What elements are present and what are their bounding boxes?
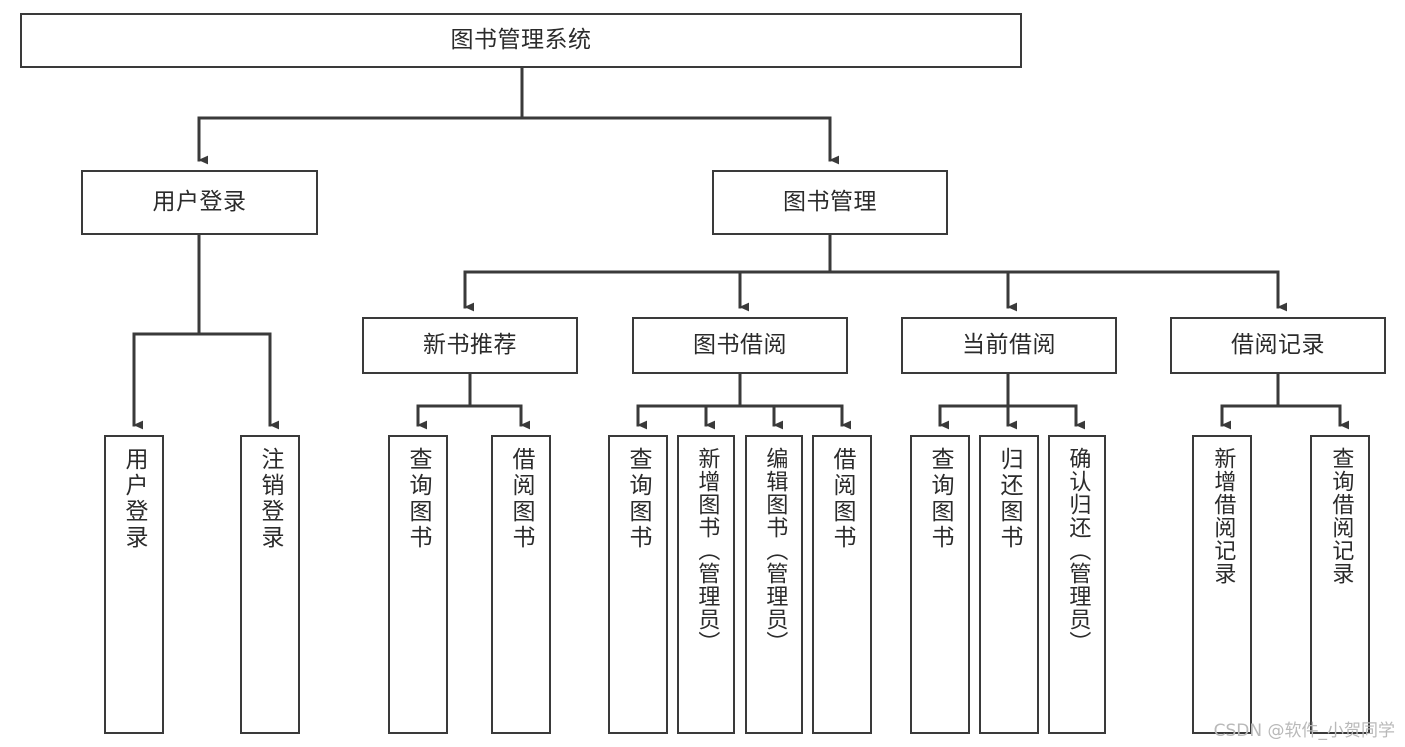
node-book-manage-label: 图书管理 (783, 189, 877, 216)
node-leaf-confirm-return[interactable]: 确认归还（管理员） (1048, 435, 1106, 734)
node-leaf-add-record[interactable]: 新增借阅记录 (1192, 435, 1252, 734)
node-new-book-recommend-label: 新书推荐 (423, 332, 517, 359)
node-user-login[interactable]: 用户登录 (81, 170, 318, 235)
node-leaf-user-logout-label: 注销登录 (257, 447, 284, 551)
connector-current-borrow-to-leaves (938, 372, 1086, 430)
node-leaf-query-record[interactable]: 查询借阅记录 (1310, 435, 1370, 734)
node-book-borrow[interactable]: 图书借阅 (632, 317, 848, 374)
node-leaf-add-record-label: 新增借阅记录 (1210, 447, 1236, 585)
node-current-borrow[interactable]: 当前借阅 (901, 317, 1117, 374)
node-leaf-borrow-book-2-label: 借阅图书 (829, 447, 856, 551)
node-new-book-recommend[interactable]: 新书推荐 (362, 317, 578, 374)
node-leaf-query-book-3[interactable]: 查询图书 (910, 435, 970, 734)
connector-book-manage-to-level3 (463, 233, 1288, 312)
node-leaf-user-login[interactable]: 用户登录 (104, 435, 164, 734)
node-book-manage[interactable]: 图书管理 (712, 170, 948, 235)
node-leaf-add-book-label: 新增图书（管理员） (694, 447, 720, 654)
node-leaf-query-book-2-label: 查询图书 (625, 447, 652, 551)
node-borrow-record-label: 借阅记录 (1231, 332, 1325, 359)
node-leaf-query-record-label: 查询借阅记录 (1328, 447, 1354, 585)
node-leaf-query-book-1-label: 查询图书 (405, 447, 432, 551)
node-borrow-record[interactable]: 借阅记录 (1170, 317, 1386, 374)
node-leaf-borrow-book-1[interactable]: 借阅图书 (491, 435, 551, 734)
node-root-system-label: 图书管理系统 (450, 27, 592, 54)
node-leaf-query-book-2[interactable]: 查询图书 (608, 435, 668, 734)
node-leaf-return-book[interactable]: 归还图书 (979, 435, 1039, 734)
node-leaf-borrow-book-1-label: 借阅图书 (508, 447, 535, 551)
node-leaf-query-book-3-label: 查询图书 (927, 447, 954, 551)
node-leaf-query-book-1[interactable]: 查询图书 (388, 435, 448, 734)
connector-book-borrow-to-leaves (636, 372, 852, 430)
node-book-borrow-label: 图书借阅 (693, 332, 787, 359)
node-leaf-borrow-book-2[interactable]: 借阅图书 (812, 435, 872, 734)
node-leaf-edit-book-label: 编辑图书（管理员） (762, 447, 788, 654)
node-root-system[interactable]: 图书管理系统 (20, 13, 1022, 68)
node-leaf-return-book-label: 归还图书 (996, 447, 1023, 551)
node-user-login-label: 用户登录 (152, 189, 247, 216)
node-leaf-add-book[interactable]: 新增图书（管理员） (677, 435, 735, 734)
connector-borrow-record-to-leaves (1220, 372, 1350, 430)
node-leaf-user-logout[interactable]: 注销登录 (240, 435, 300, 734)
connector-user-login-to-leaves (132, 233, 280, 430)
node-current-borrow-label: 当前借阅 (962, 332, 1056, 359)
node-leaf-confirm-return-label: 确认归还（管理员） (1065, 447, 1091, 654)
node-leaf-edit-book[interactable]: 编辑图书（管理员） (745, 435, 803, 734)
csdn-watermark: CSDN @软件_小贺同学 (1213, 721, 1395, 741)
node-leaf-user-login-label: 用户登录 (121, 447, 148, 551)
connector-root-to-level2 (197, 66, 840, 165)
connector-new-book-recommend-to-leaves (416, 372, 531, 430)
